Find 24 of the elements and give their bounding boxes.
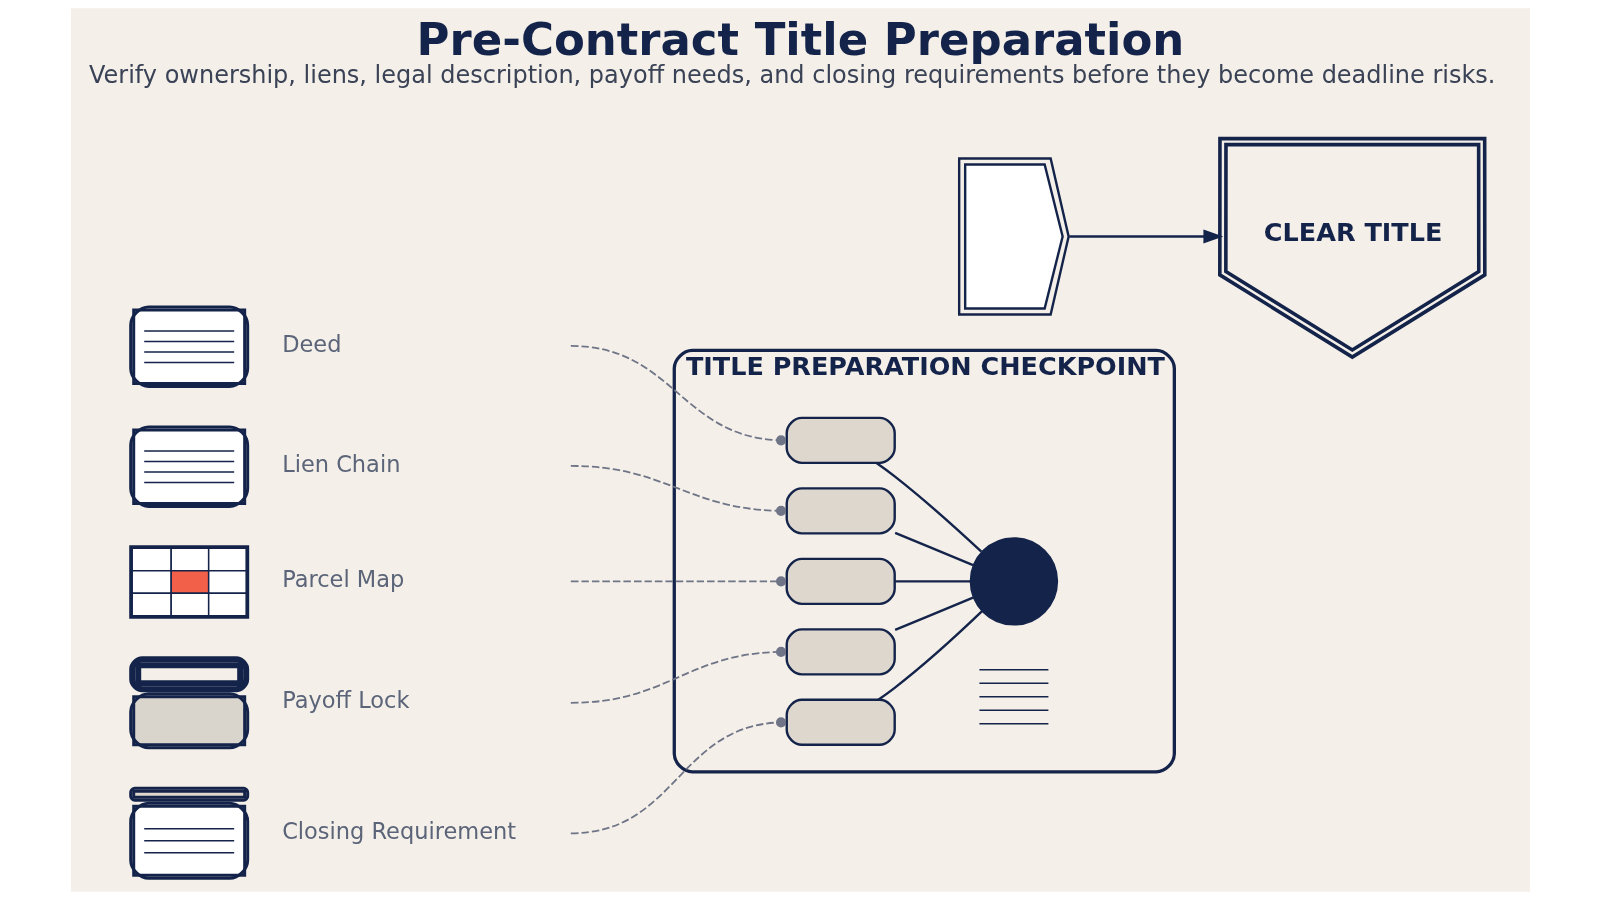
connector bbox=[875, 462, 982, 553]
node-box bbox=[785, 698, 896, 746]
connector bbox=[569, 345, 786, 446]
node-box bbox=[785, 487, 896, 535]
connector bbox=[569, 717, 786, 835]
connector bbox=[894, 531, 973, 567]
connector bbox=[877, 610, 983, 701]
node-label: Closing Requirement bbox=[281, 817, 516, 844]
cluster: TITLE PREPARATION CHECKPOINT bbox=[672, 348, 1176, 774]
node-box bbox=[785, 557, 896, 606]
connector bbox=[569, 576, 786, 587]
connector bbox=[894, 596, 973, 632]
node-pentagon bbox=[957, 157, 1070, 316]
node-label: Deed bbox=[281, 330, 341, 357]
connector bbox=[569, 465, 786, 516]
arrow bbox=[1068, 229, 1223, 244]
node-label: Payoff Lock bbox=[281, 687, 409, 714]
node-label: Lien Chain bbox=[281, 450, 400, 477]
connector bbox=[569, 646, 786, 704]
node-box bbox=[785, 628, 896, 676]
node-label: Parcel Map bbox=[281, 566, 404, 593]
connector bbox=[894, 580, 970, 583]
node-circle bbox=[969, 537, 1058, 626]
node-box bbox=[785, 416, 896, 465]
